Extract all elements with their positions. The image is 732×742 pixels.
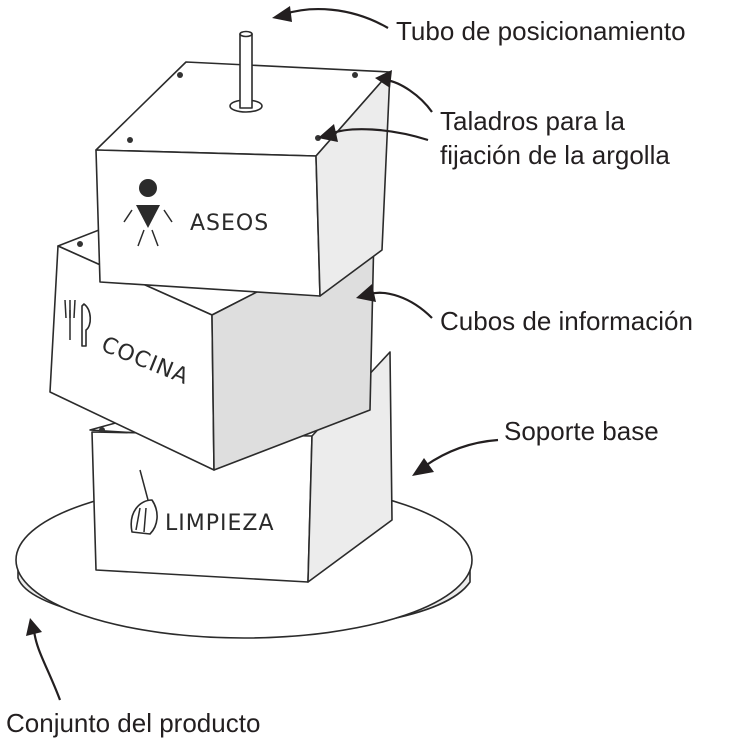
callout-drill-holes-line2: fijación de la argolla xyxy=(440,140,670,170)
callout-arrows xyxy=(26,6,499,701)
callout-information-cubes: Cubos de información xyxy=(440,306,693,336)
callout-positioning-tube: Tubo de posicionamiento xyxy=(396,16,686,46)
cube-bottom-label: LIMPIEZA xyxy=(165,511,275,536)
cube-top-side-face xyxy=(315,71,391,297)
callout-drill-holes-line1: Taladros para la xyxy=(440,106,626,136)
positioning-tube xyxy=(229,30,263,113)
cube-top-label: ASEOS xyxy=(190,211,269,236)
toilet-person-icon xyxy=(123,179,173,247)
callout-product-assembly: Conjunto del producto xyxy=(6,708,260,738)
fork-knife-icon xyxy=(64,299,92,347)
broom-icon xyxy=(130,469,158,535)
callout-base-support: Soporte base xyxy=(504,416,659,446)
